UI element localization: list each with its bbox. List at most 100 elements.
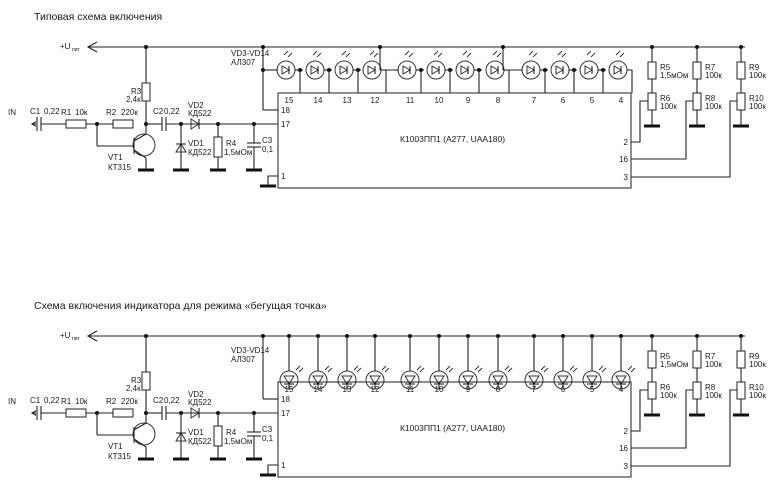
led-icon xyxy=(305,60,325,80)
vt1-value: КТ315 xyxy=(108,163,131,172)
r3-resistor xyxy=(141,82,151,102)
r4-resistor xyxy=(213,136,223,158)
pin-label: 15 xyxy=(285,96,294,105)
leds-label: VD3-VD14 xyxy=(231,346,270,355)
led-diode xyxy=(402,65,412,75)
pin-label: 11 xyxy=(406,385,415,394)
pin-label: 14 xyxy=(314,385,323,394)
pin-label: 13 xyxy=(343,385,352,394)
led-light-ray xyxy=(572,367,578,373)
led-diode xyxy=(460,65,470,75)
r4-value: 1,5мОм xyxy=(224,437,252,446)
pin-label: 4 xyxy=(619,96,624,105)
r2-value: 220к xyxy=(121,108,138,117)
pin-label: 5 xyxy=(590,96,595,105)
led-light-ray xyxy=(433,50,439,56)
junction-dot xyxy=(437,334,441,338)
pin-label: 6 xyxy=(561,96,566,105)
leds-value: АЛ307 xyxy=(231,355,256,364)
wiper-wire xyxy=(631,100,648,143)
led-diode xyxy=(526,65,536,75)
pin-label: 2 xyxy=(624,427,629,436)
r5-value: 1,5мОм xyxy=(660,71,688,80)
led-light-ray xyxy=(619,52,625,58)
wiper-wire xyxy=(631,100,737,178)
ic-k1003pp1 xyxy=(277,92,632,189)
junction-dot xyxy=(619,334,623,338)
junction-dot xyxy=(345,334,349,338)
c1-label: C1 xyxy=(30,396,41,405)
led-diode xyxy=(281,65,291,75)
led-icon xyxy=(485,60,505,80)
led-icon xyxy=(455,60,475,80)
led-icon xyxy=(550,60,570,80)
vd1-value: КД522 xyxy=(188,437,212,446)
r2-label: R2 xyxy=(106,108,117,117)
c1-label: C1 xyxy=(30,107,41,116)
r9-value: 100к xyxy=(749,71,766,80)
led-light-ray xyxy=(345,52,351,58)
supply-label-sub: пит xyxy=(72,336,81,342)
c3-value: 0,1 xyxy=(262,145,274,154)
pin-label: 11 xyxy=(406,96,415,105)
pin-label: 18 xyxy=(281,106,290,115)
leds-label: VD3-VD14 xyxy=(231,49,270,58)
led-light-ray xyxy=(477,367,483,373)
led-light-ray xyxy=(630,367,636,373)
c2-value: 0,22 xyxy=(164,107,180,116)
led-diode xyxy=(490,65,500,75)
r2-value: 220к xyxy=(121,397,138,406)
ic-label: К1003ПП1 (А277, UAA180) xyxy=(400,423,505,433)
r5-resistor xyxy=(647,350,657,369)
r2-label: R2 xyxy=(106,397,117,406)
vt1-emitter xyxy=(133,438,147,448)
pin-label: 16 xyxy=(619,444,628,453)
led-light-ray xyxy=(404,50,410,56)
led-diode xyxy=(367,65,377,75)
r2-resistor xyxy=(112,119,134,129)
led-light-ray xyxy=(283,50,289,56)
led-light-ray xyxy=(295,365,301,371)
led-light-ray xyxy=(540,365,546,371)
pin-label: 3 xyxy=(624,173,629,182)
pin-label: 3 xyxy=(624,462,629,471)
r4-resistor xyxy=(213,425,223,447)
c2-value: 0,22 xyxy=(164,396,180,405)
r7-label: R7 xyxy=(705,63,716,72)
r9-label: R9 xyxy=(749,63,760,72)
led-light-ray xyxy=(445,365,451,371)
led-diode xyxy=(557,375,569,385)
r10-label: R10 xyxy=(749,383,764,392)
led-diode xyxy=(586,375,598,385)
led-icon xyxy=(426,60,446,80)
r1-value: 10к xyxy=(75,108,88,117)
r10-value: 100к xyxy=(749,102,766,111)
vd1-label: VD1 xyxy=(188,139,204,148)
pin-label: 9 xyxy=(466,385,471,394)
pin-label: 18 xyxy=(281,395,290,404)
led-light-ray xyxy=(287,52,293,58)
led-diode xyxy=(283,375,295,385)
led-diode xyxy=(613,65,623,75)
vd1-diode xyxy=(175,432,187,442)
supply-arrow-icon xyxy=(86,41,98,53)
pin-label: 8 xyxy=(496,385,501,394)
r3-label: R3 xyxy=(131,87,142,96)
c1-gap xyxy=(36,117,41,131)
led-light-ray xyxy=(586,50,592,56)
r8-label: R8 xyxy=(705,383,716,392)
led-light-ray xyxy=(419,367,425,373)
led-light-ray xyxy=(369,50,375,56)
wiper-wire xyxy=(631,389,693,449)
pin-label: 7 xyxy=(532,385,537,394)
vd2-value: КД522 xyxy=(188,398,212,407)
r5-resistor xyxy=(647,61,657,80)
junction-dot xyxy=(408,334,412,338)
led-icon xyxy=(276,60,296,80)
supply-label-sub: пит xyxy=(72,47,81,53)
pin-label: 12 xyxy=(371,96,380,105)
led-diode xyxy=(431,65,441,75)
vt1-value: КТ315 xyxy=(108,452,131,461)
junction-dot xyxy=(316,334,320,338)
